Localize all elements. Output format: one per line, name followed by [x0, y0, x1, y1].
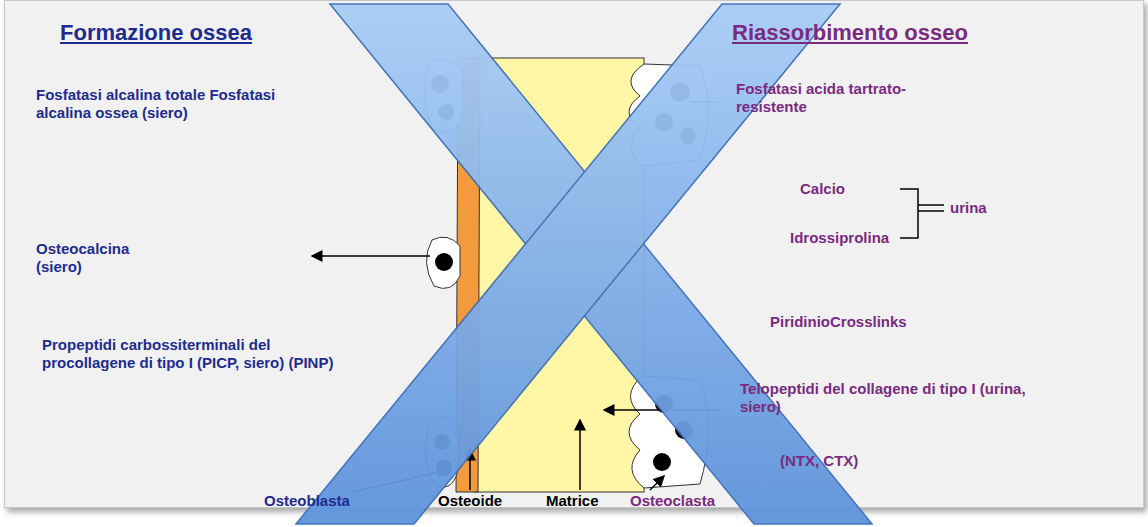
specimen-label: urina	[950, 199, 987, 217]
section-heading: Riassorbimento osseo	[732, 20, 968, 46]
marker-label: Fosfatasi acida tartrato-resistente	[736, 80, 926, 116]
part-label: Osteoclasta	[630, 492, 715, 510]
section-heading: Formazione ossea	[60, 20, 252, 46]
marker-label: Telopeptidi del collagene di tipo I (uri…	[740, 380, 1040, 416]
marker-label: PiridinioCrosslinks	[770, 313, 907, 331]
marker-label: Idrossiprolina	[790, 229, 889, 247]
part-label: Matrice	[546, 492, 599, 510]
marker-label: Calcio	[800, 180, 845, 198]
part-label: Osteoide	[438, 492, 502, 510]
part-label: Osteoblasta	[264, 492, 350, 510]
marker-label: (NTX, CTX)	[780, 452, 858, 470]
marker-label: Osteocalcina (siero)	[36, 240, 156, 276]
marker-label: Propeptidi carbossiterminali del procoll…	[42, 336, 352, 372]
marker-label: Fosfatasi alcalina totale Fosfatasi alca…	[36, 86, 286, 122]
